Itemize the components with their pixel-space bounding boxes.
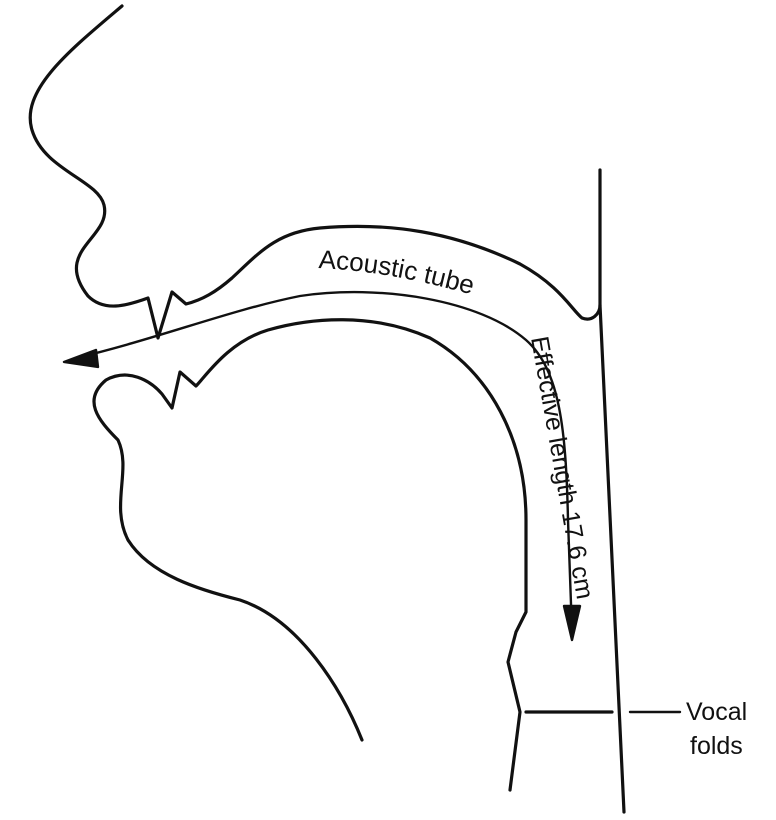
vocal-folds-label-line2: folds — [690, 732, 743, 760]
effective-length-label: Effective length 17.6 cm — [525, 334, 599, 601]
down-arrowhead — [564, 606, 580, 640]
left-arrowhead — [64, 350, 98, 367]
face-profile-upper — [30, 6, 600, 338]
effective-length-curve — [76, 292, 572, 632]
pharynx-back-wall — [600, 170, 624, 812]
jaw-and-tongue-outline — [94, 320, 526, 790]
vocal-folds-label-line1: Vocal — [686, 698, 747, 726]
